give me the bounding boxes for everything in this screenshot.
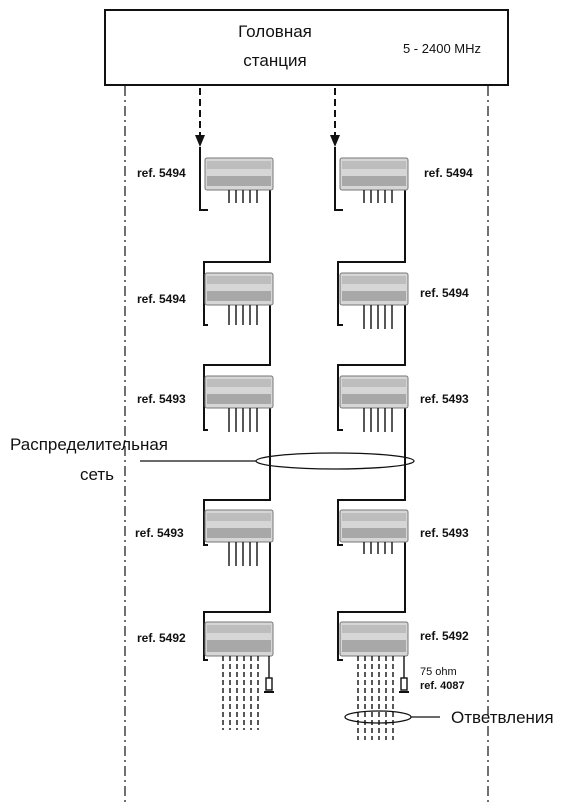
right-unit-3 [339,375,409,432]
left-unit-3-ref: ref. 5493 [137,392,186,406]
left-unit-5-ref: ref. 5492 [137,631,186,645]
right-cable-run [334,147,406,661]
left-unit-3 [204,375,274,432]
right-unit-2 [339,272,409,329]
distribution-network-ellipse [255,452,415,470]
head-station-title-line2: станция [243,51,306,70]
termination-value: 75 ohm [420,666,457,678]
right-unit-5 [339,621,409,740]
head-station-frequency: 5 - 2400 MHz [403,41,481,56]
left-unit-2-ref: ref. 5494 [137,292,186,306]
right-unit-1-ref: ref. 5494 [424,166,473,180]
head-station: Головная станция 5 - 2400 MHz [104,9,509,86]
head-station-title-line1: Головная [238,22,312,41]
head-station-box [104,9,509,86]
left-unit-2 [204,272,274,325]
right-unit-1 [339,157,409,203]
left-unit-1-ref: ref. 5494 [137,166,186,180]
right-unit-5-ref: ref. 5492 [420,629,469,643]
distribution-network-label-line1: Распределительная [10,435,168,454]
right-unit-4 [339,509,409,554]
right-unit-4-ref: ref. 5493 [420,526,469,540]
branches-ellipse [344,710,412,724]
right-unit-2-ref: ref. 5494 [420,286,469,300]
feed-arrow-right [330,88,340,147]
left-unit-5 [204,621,274,730]
left-unit-1 [204,157,274,203]
feed-arrow-left [195,88,205,147]
right-unit-3-ref: ref. 5493 [420,392,469,406]
left-unit-4-ref: ref. 5493 [135,526,184,540]
termination-ref: ref. 4087 [420,680,465,692]
distribution-network-label-line2: сеть [80,465,114,484]
left-cable-run [199,147,271,661]
branches-label: Ответвления [451,708,554,727]
left-unit-4 [204,509,274,566]
